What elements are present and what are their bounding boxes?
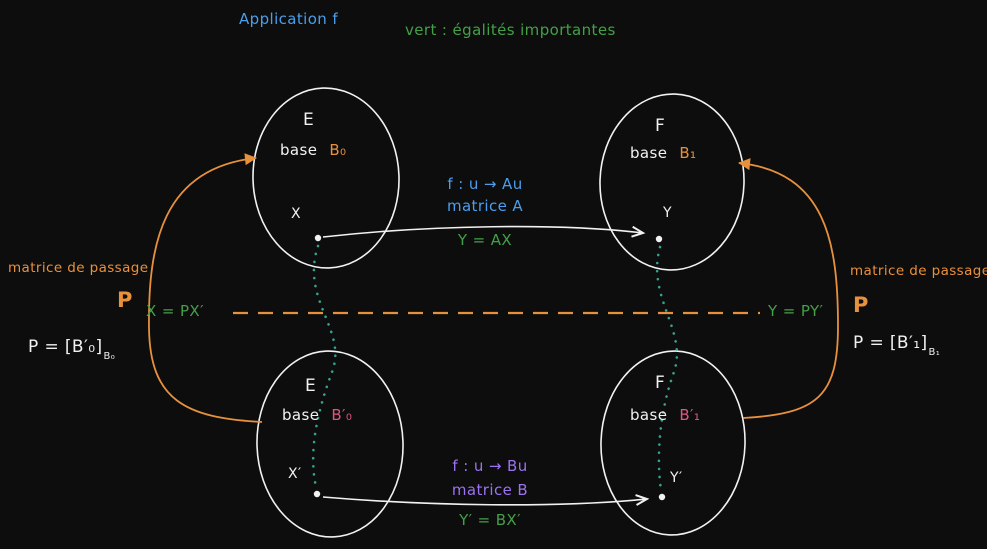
map-arrow-bottom [322,494,650,506]
base-row-bottom-left: base B′₀ [282,406,352,424]
passage-left-formula: P = [B′₀]B₀ [28,337,115,362]
formula-subscript: B₀ [103,351,116,362]
map-top-equation: Y = AX [457,231,513,249]
legend-note: vert : égalités importantes [405,21,616,39]
base-word: base [630,406,668,424]
point-x-dot [314,234,322,242]
base-row-top-right: base B₁ [630,144,696,162]
formula-main: P = [B′₀] [28,337,103,357]
point-y-dot [655,235,663,243]
point-y-prime-dot [658,493,666,501]
dotted-link-right [655,245,679,492]
map-top-matrix: matrice A [446,197,524,215]
passage-left-label: matrice de passage [8,260,149,276]
base-word: base [282,406,320,424]
point-label-y: Y [663,205,672,221]
base-name: B′₀ [331,406,353,424]
set-label-top-left: E [303,110,315,130]
base-name: B′₁ [679,406,701,424]
ellipse-top-right [599,93,745,271]
ellipse-bottom-left [256,350,404,538]
base-word: base [630,144,668,162]
passage-left-symbol: P [117,288,133,312]
passage-right-label: matrice de passage [850,263,987,279]
base-row-top-left: base B₀ [280,141,346,159]
set-label-top-right: F [655,116,666,136]
map-arrow-top [322,225,646,238]
ellipse-bottom-right [600,350,746,536]
set-label-bottom-right: F [655,373,666,393]
ellipse-top-left [252,87,400,269]
passage-left-equation: X = PX′ [146,302,204,320]
passage-arrow-left [148,153,263,423]
base-name: B₁ [679,144,697,162]
map-bottom-matrix: matrice B [451,481,529,499]
base-word: base [280,141,318,159]
point-label-y-prime: Y′ [670,470,683,486]
dotted-link-left [311,244,337,489]
passage-right-symbol: P [853,293,869,317]
formula-subscript: B₁ [928,347,941,358]
base-row-bottom-right: base B′₁ [630,406,700,424]
passage-arrow-right [738,158,839,419]
point-x-prime-dot [313,490,321,498]
base-name: B₀ [329,141,347,159]
application-label: Application f [239,10,339,28]
point-label-x: X [291,206,301,222]
map-top-definition: f : u → Au [447,175,523,193]
passage-right-equation: Y = PY′ [768,302,824,320]
set-label-bottom-left: E [305,376,317,396]
map-bottom-definition: f : u → Bu [452,457,528,475]
formula-main: P = [B′₁] [853,333,928,353]
point-label-x-prime: X′ [288,466,302,482]
map-bottom-equation: Y′ = BX′ [459,511,521,529]
passage-right-formula: P = [B′₁]B₁ [853,333,940,358]
